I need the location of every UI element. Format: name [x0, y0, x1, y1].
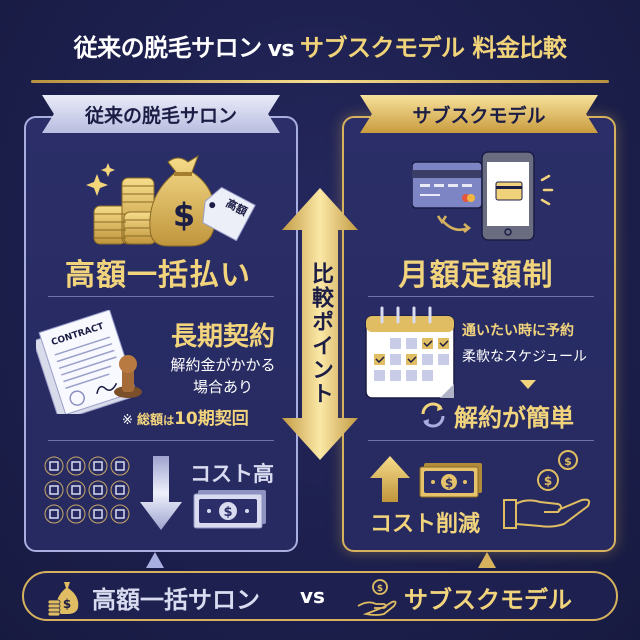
long-term-contract-heading: 長期契約 — [170, 322, 275, 352]
refresh-icon — [421, 402, 445, 428]
title-left: 従来の脱毛サロン — [73, 34, 263, 62]
svg-text:$: $ — [564, 455, 572, 468]
svg-text:$: $ — [544, 474, 552, 488]
svg-text:$: $ — [63, 597, 71, 611]
hand-coins-icon: $ $ — [503, 450, 591, 529]
svg-text:$: $ — [223, 505, 232, 520]
bottom-right-label: サブスクモデル — [404, 586, 572, 614]
title-vs: vs — [267, 37, 295, 62]
right-pointer — [478, 552, 496, 568]
money-bag-coins-icon: $ 高額 — [86, 154, 256, 247]
comparison-point-label: 比較ポイント — [308, 262, 333, 406]
title-divider — [31, 80, 609, 83]
easy-cancel-heading: 解約が簡単 — [454, 404, 574, 432]
right-divider-2 — [368, 440, 594, 441]
banknote-icon-gold: $ — [419, 463, 482, 498]
svg-text:$: $ — [173, 196, 195, 234]
bottom-vs: vs — [300, 584, 325, 608]
left-pointer — [146, 552, 164, 568]
right-ribbon-label: サブスクモデル — [360, 95, 598, 133]
book-anytime-line: 通いたい時に予約 — [462, 323, 574, 339]
left-divider-2 — [48, 440, 274, 441]
left-ribbon-label: 従来の脱毛サロン — [42, 95, 280, 133]
svg-text:$: $ — [445, 476, 453, 490]
flexible-schedule-line: 柔軟なスケジュール — [462, 349, 588, 365]
arrow-down-icon — [140, 456, 182, 530]
triangle-down-icon — [520, 380, 536, 389]
money-bag-icon: $ — [47, 582, 79, 616]
cancellation-fee-line1: 解約金がかかる — [170, 356, 276, 374]
coins-grid-icon — [44, 456, 130, 524]
contract-stamp-icon: CONTRACT — [36, 310, 142, 414]
hand-coin-icon: $ — [357, 579, 397, 616]
left-heading-lump-sum: 高額一括払い — [65, 258, 251, 293]
bottom-left-label: 高額一括サロン — [92, 586, 260, 614]
cost-reduction-label: コスト削減 — [370, 512, 481, 537]
bottom-comparison-bar — [22, 571, 618, 621]
calendar-check-icon — [365, 306, 455, 399]
right-heading-monthly-flat: 月額定額制 — [398, 258, 554, 293]
cancellation-fee-line2: 場合あり — [192, 378, 253, 396]
banknote-icon: $ — [193, 490, 266, 529]
svg-text:$: $ — [377, 584, 383, 594]
cost-high-label: コスト高 — [190, 462, 274, 486]
left-divider-1 — [48, 296, 274, 297]
title-right: サブスクモデル 料金比較 — [300, 34, 567, 62]
double-arrow-vertical-icon — [282, 188, 358, 460]
right-divider-1 — [368, 296, 594, 297]
total-note: ※ 総額は10期契回 — [122, 409, 249, 429]
card-phone-payment-icon — [412, 151, 554, 241]
arrow-up-icon — [370, 456, 410, 502]
